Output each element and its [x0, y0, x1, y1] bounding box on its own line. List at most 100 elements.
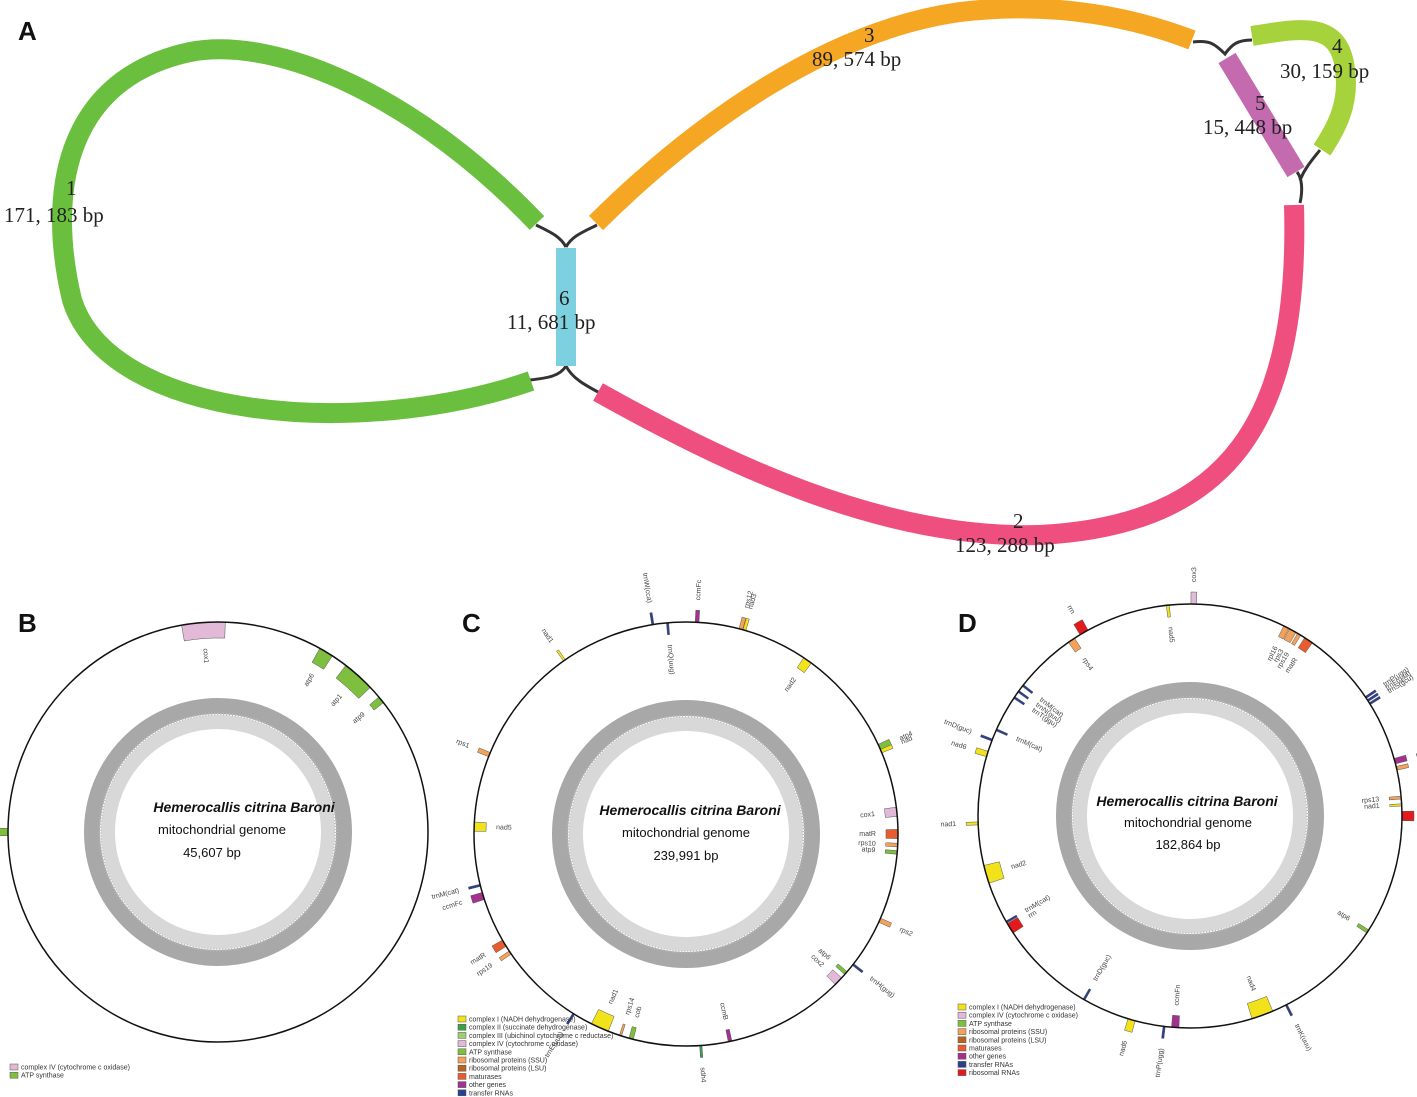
genome-circle-c — [473, 621, 899, 1047]
segment-2 — [593, 204, 1305, 546]
gene-label: ccmFc — [695, 579, 703, 600]
segment-5 — [1218, 52, 1305, 178]
gene-label: atp6 — [1336, 909, 1351, 922]
legend-swatch — [957, 1052, 967, 1060]
panel-label-d: D — [958, 608, 977, 638]
legend-swatch — [457, 1089, 467, 1097]
gene-label: trnK(uuu) — [1293, 1023, 1312, 1052]
legend-c: complex I (NADH dehydrogenase)complex II… — [457, 1015, 613, 1097]
legend-swatch — [457, 1015, 467, 1023]
gene-label: nad1 — [1364, 803, 1380, 811]
legend-swatch — [457, 1048, 467, 1056]
gene-block — [649, 612, 655, 626]
genome-subtitle-d: mitochondrial genome — [1124, 815, 1252, 830]
gene-block — [0, 827, 9, 837]
gene-label: nad1 — [940, 821, 956, 829]
legend-swatch — [457, 1073, 467, 1080]
gene-block — [591, 1009, 615, 1032]
gene-label: nad2 — [783, 676, 798, 693]
gene-label: cob — [634, 1006, 644, 1019]
gene-block — [619, 1023, 626, 1037]
gc-ring-outer-d — [1056, 682, 1324, 950]
genome-subtitle-c: mitochondrial genome — [622, 825, 750, 840]
gene-label: cox1 — [860, 811, 876, 820]
gene-label: trnW(cca) — [641, 572, 653, 603]
gene-block — [1161, 1026, 1166, 1039]
legend-label: complex III (ubichinol cytochrome c redu… — [469, 1033, 613, 1040]
panel-b: B cox1atp6atp1atp9atp8 Hemerocallis citr… — [0, 608, 429, 1080]
gene-block — [852, 963, 864, 974]
gene-block — [884, 849, 898, 855]
legend-d: complex I (NADH dehydrogenase)complex IV… — [957, 1003, 1078, 1077]
gene-label: rrn — [1027, 909, 1038, 920]
gene-block — [1401, 810, 1415, 822]
genome-size-d: 182,864 bp — [1155, 837, 1220, 852]
segment-5-id: 5 — [1255, 91, 1266, 115]
gene-block — [965, 821, 979, 826]
legend-label: maturases — [469, 1074, 502, 1081]
legend-label: maturases — [969, 1046, 1002, 1053]
gene-label: atp1 — [330, 693, 344, 708]
legend-label: ribosomal proteins (LSU) — [469, 1066, 546, 1073]
gene-label: nad — [900, 735, 914, 746]
panel-c: C ccmFctrnW(cca)trnQ(uug)rps12nad3nad2at… — [431, 572, 914, 1097]
legend-swatch — [957, 1028, 967, 1035]
gc-ring-hatch-d — [1070, 696, 1310, 936]
segment-2-id: 2 — [1013, 509, 1024, 533]
gene-label: atp9 — [352, 711, 367, 725]
gene-label: rps12 — [744, 590, 755, 609]
segment-6-id: 6 — [559, 286, 570, 310]
gene-label: nad6 — [950, 740, 967, 751]
genome-title-b: Hemerocallis citrina Baroni — [153, 799, 335, 815]
legend-label: ATP synthase — [469, 1049, 512, 1056]
gene-label: nad2 — [1010, 860, 1027, 871]
gene-block — [1021, 684, 1034, 695]
segment-4-id: 4 — [1332, 34, 1343, 58]
legend-label: ribosomal proteins (SSU) — [969, 1029, 1047, 1036]
gene-label: ccmFc — [442, 899, 464, 912]
gene-map-d: nad5cox3rpl16rps3rps19matRtrnP(ugg)trnF(… — [940, 567, 1417, 1078]
panel-a: A 1 171, 183 bp 2 123, 288 bp 3 89, 574 … — [4, 0, 1369, 557]
legend-label: transfer RNAs — [469, 1090, 513, 1097]
genome-size-b: 45,607 bp — [183, 845, 241, 860]
gene-block — [884, 806, 898, 818]
gene-label: ccmB — [718, 1002, 729, 1021]
gene-label: cox3 — [1191, 567, 1198, 582]
gene-label: trnM(cat) — [431, 888, 460, 902]
gene-label: cox1 — [201, 648, 209, 663]
segment-2-length: 123, 288 bp — [955, 533, 1055, 557]
gene-label: nad6 — [1118, 1040, 1129, 1057]
gene-label: rps19 — [476, 962, 495, 978]
gene-label: trnM(cat) — [1024, 894, 1052, 914]
gene-block — [468, 883, 481, 890]
legend-swatch — [957, 1036, 967, 1044]
gene-block — [473, 821, 487, 832]
legend-swatch — [457, 1040, 467, 1047]
gene-block — [983, 861, 1005, 884]
gene-block — [885, 842, 899, 848]
legend-swatch — [957, 1011, 967, 1019]
legend-swatch — [457, 1023, 467, 1031]
legend-label: complex IV (cytochrome c oxidase) — [21, 1065, 130, 1072]
gene-label: mttB — [1415, 749, 1417, 760]
legend-label: complex IV (cytochrome c oxidase) — [469, 1041, 578, 1048]
segment-3-length: 89, 574 bp — [812, 47, 901, 71]
connector-top-right — [564, 223, 598, 248]
legend-swatch — [457, 1064, 467, 1072]
connector-bottom-left — [529, 365, 568, 382]
legend-swatch — [457, 1081, 467, 1088]
gene-block — [1395, 763, 1409, 771]
connector-bottom-right — [564, 365, 599, 394]
graph-connectors — [529, 38, 1322, 394]
gene-block — [1166, 604, 1171, 618]
gc-ring-inner-d — [1073, 699, 1307, 933]
gene-label: nad5 — [496, 824, 512, 832]
panel-d: D nad5cox3rpl16rps3rps19matRtrnP(ugg)trn… — [940, 567, 1417, 1078]
legend-swatch — [957, 1003, 967, 1011]
genome-size-c: 239,991 bp — [653, 848, 718, 863]
gc-ring-inner-b — [101, 715, 335, 949]
gene-label: matR — [859, 831, 876, 838]
gene-label: nad4 — [1245, 975, 1257, 992]
gene-label: matR — [469, 952, 487, 967]
